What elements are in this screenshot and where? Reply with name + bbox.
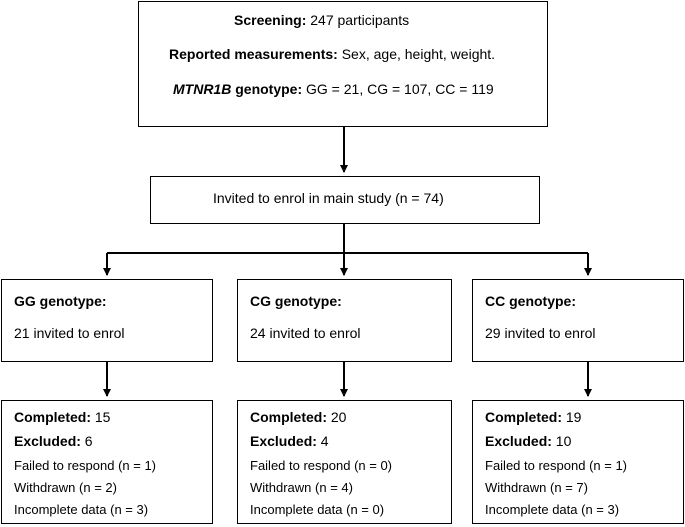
screening-line: Screening: 247 participants xyxy=(234,12,409,28)
gg-title: GG genotype: xyxy=(14,293,107,309)
cc-excluded-line: Excluded: 10 xyxy=(485,433,571,449)
cg-genotype-box: CG genotype: 24 invited to enrol xyxy=(237,279,452,362)
cg-withdrawn: Withdrawn (n = 4) xyxy=(250,480,353,495)
measurements-line: Reported measurements: Sex, age, height,… xyxy=(169,46,495,62)
gg-completed-line: Completed: 15 xyxy=(14,409,110,425)
cg-result-box: Completed: 20 Excluded: 4 Failed to resp… xyxy=(237,400,452,524)
gg-failed: Failed to respond (n = 1) xyxy=(14,458,156,473)
cc-result-box: Completed: 19 Excluded: 10 Failed to res… xyxy=(472,400,684,524)
measurements-label: Reported measurements: xyxy=(169,46,338,62)
gg-invited: 21 invited to enrol xyxy=(14,325,125,341)
cg-incomplete: Incomplete data (n = 0) xyxy=(250,502,385,517)
measurements-text: Sex, age, height, weight. xyxy=(337,46,496,62)
genotype-counts: GG = 21, CG = 107, CC = 119 xyxy=(302,81,494,97)
invited-box: Invited to enrol in main study (n = 74) xyxy=(150,176,540,224)
cg-excluded-label: Excluded: xyxy=(250,433,317,449)
screening-box: Screening: 247 participants Reported mea… xyxy=(138,1,548,127)
cc-incomplete: Incomplete data (n = 3) xyxy=(485,502,620,517)
gg-completed-value: 15 xyxy=(91,409,111,425)
cg-title: CG genotype: xyxy=(250,293,342,309)
cg-failed: Failed to respond (n = 0) xyxy=(250,458,392,473)
gene-name: MTNR1B xyxy=(173,81,232,97)
cc-completed-line: Completed: 19 xyxy=(485,409,581,425)
cc-excluded-value: 10 xyxy=(551,433,572,449)
gg-excluded-value: 6 xyxy=(80,433,93,449)
cc-excluded-label: Excluded: xyxy=(485,433,552,449)
cg-completed-value: 20 xyxy=(327,409,347,425)
gg-completed-label: Completed: xyxy=(14,409,91,425)
cc-genotype-box: CC genotype: 29 invited to enrol xyxy=(472,279,684,362)
genotype-label: genotype: xyxy=(231,81,303,97)
cg-invited: 24 invited to enrol xyxy=(250,325,361,341)
cc-failed: Failed to respond (n = 1) xyxy=(485,458,627,473)
cg-completed-line: Completed: 20 xyxy=(250,409,346,425)
gg-withdrawn: Withdrawn (n = 2) xyxy=(14,480,117,495)
screening-label: Screening: xyxy=(234,12,307,28)
gg-excluded-line: Excluded: 6 xyxy=(14,433,93,449)
gg-genotype-box: GG genotype: 21 invited to enrol xyxy=(1,279,213,362)
cg-completed-label: Completed: xyxy=(250,409,327,425)
cc-withdrawn: Withdrawn (n = 7) xyxy=(485,480,588,495)
cg-excluded-value: 4 xyxy=(316,433,329,449)
gg-incomplete: Incomplete data (n = 3) xyxy=(14,502,149,517)
cc-title: CC genotype: xyxy=(485,293,576,309)
screening-count: 247 participants xyxy=(306,12,410,28)
gg-result-box: Completed: 15 Excluded: 6 Failed to resp… xyxy=(1,400,213,524)
cc-invited: 29 invited to enrol xyxy=(485,325,596,341)
cg-excluded-line: Excluded: 4 xyxy=(250,433,329,449)
cc-completed-value: 19 xyxy=(562,409,582,425)
genotype-line: MTNR1B genotype: GG = 21, CG = 107, CC =… xyxy=(173,81,494,97)
cc-completed-label: Completed: xyxy=(485,409,562,425)
invited-text: Invited to enrol in main study (n = 74) xyxy=(213,190,444,206)
gg-excluded-label: Excluded: xyxy=(14,433,81,449)
